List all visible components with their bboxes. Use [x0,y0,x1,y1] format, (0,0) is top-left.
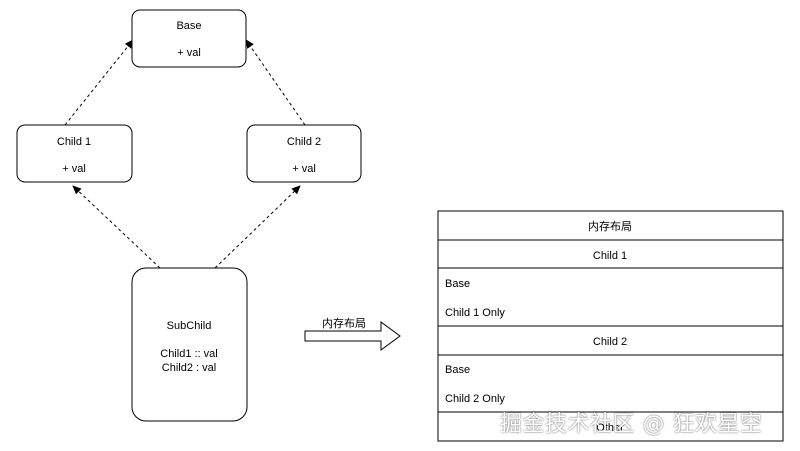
table-row-other: Other [596,422,624,434]
memory-layout-arrow-label: 内存布局 [322,316,366,330]
node-base-title: Base [176,20,201,32]
table-row-child1-only: Child 1 Only [445,307,505,319]
table-row-child2-header: Child 2 [593,336,627,348]
node-child1-member: + val [62,163,86,175]
table-row-child2-only: Child 2 Only [445,393,505,405]
table-header: 内存布局 [588,219,632,233]
node-base: Base + val [131,9,247,68]
node-subchild-member-2: Child2 : val [162,362,216,374]
node-subchild: SubChild Child1 :: val Child2 : val [131,267,248,422]
node-child2-member: + val [292,163,316,175]
node-child1: Child 1 + val [16,124,133,183]
node-subchild-member-1: Child1 :: val [160,348,217,360]
node-child2: Child 2 + val [246,124,362,183]
arrow-child1-to-base [64,39,134,126]
memory-layout-arrow: 内存布局 [304,316,401,351]
memory-layout-table: 内存布局 Child 1 Base Child 1 Only Child 2 B… [437,210,784,442]
arrow-child2-to-base [245,39,306,126]
node-base-member: + val [177,47,201,59]
arrow-subchild-to-child1 [72,185,161,269]
node-subchild-title: SubChild [167,320,212,332]
watermark: 掘金技术社区 @ 狂欢星空 [500,412,763,437]
table-row-child1-header: Child 1 [593,250,627,262]
arrow-subchild-to-child2 [214,185,301,269]
node-child1-title: Child 1 [57,136,91,148]
table-row-child2-base: Base [445,364,470,376]
table-row-child1-base: Base [445,278,470,290]
node-child2-title: Child 2 [287,136,321,148]
